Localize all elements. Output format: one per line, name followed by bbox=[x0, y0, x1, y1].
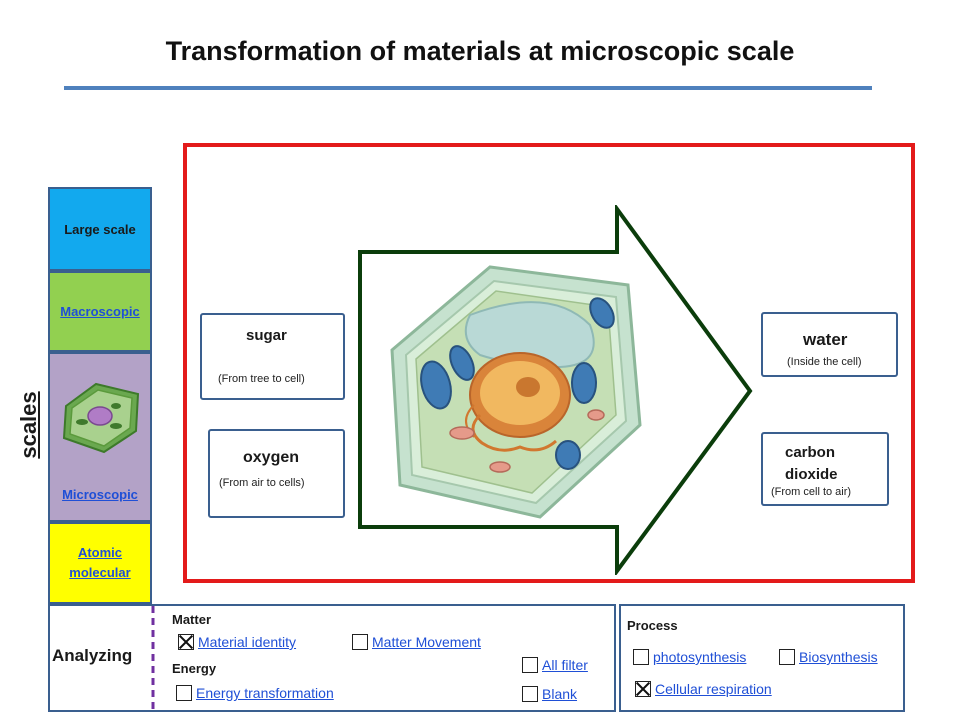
analyzing-panel: Analyzing Matter Material identity Matte… bbox=[48, 604, 616, 714]
scale-large-label: Large scale bbox=[64, 221, 136, 237]
scales-axis-label: scales bbox=[14, 380, 44, 470]
cellular-respiration-checkbox[interactable] bbox=[635, 681, 651, 697]
scale-macroscopic-link[interactable]: Macroscopic bbox=[60, 304, 140, 319]
input-sugar-box: sugar (From tree to cell) bbox=[200, 313, 345, 400]
energy-transformation-checkbox[interactable] bbox=[176, 685, 192, 701]
biosynthesis-link[interactable]: Biosynthesis bbox=[799, 649, 878, 665]
output-co2-note: (From cell to air) bbox=[771, 486, 852, 498]
input-oxygen-name: oxygen bbox=[243, 449, 300, 466]
photosynthesis-link[interactable]: photosynthesis bbox=[653, 649, 747, 665]
page-title: Transformation of materials at microscop… bbox=[165, 36, 795, 66]
title-underline bbox=[64, 86, 872, 90]
material-identity-link[interactable]: Material identity bbox=[198, 634, 297, 650]
all-filter-checkbox[interactable] bbox=[522, 657, 538, 673]
cellular-respiration-link[interactable]: Cellular respiration bbox=[655, 681, 772, 697]
output-water-name: water bbox=[803, 330, 848, 349]
scale-large[interactable]: Large scale bbox=[48, 187, 152, 271]
option-all-filter[interactable]: All filter bbox=[522, 657, 588, 673]
option-biosynthesis[interactable]: Biosynthesis bbox=[779, 649, 878, 665]
energy-transformation-link[interactable]: Energy transformation bbox=[196, 685, 334, 701]
option-blank[interactable]: Blank bbox=[522, 686, 577, 702]
material-identity-checkbox[interactable] bbox=[178, 634, 194, 650]
output-water-box: water (Inside the cell) bbox=[761, 312, 898, 377]
scale-microscopic[interactable]: Microscopic bbox=[48, 352, 152, 522]
matter-movement-checkbox[interactable] bbox=[352, 634, 368, 650]
photosynthesis-checkbox[interactable] bbox=[633, 649, 649, 665]
analyzing-label: Analyzing bbox=[52, 646, 133, 665]
blank-link[interactable]: Blank bbox=[542, 686, 578, 702]
option-photosynthesis[interactable]: photosynthesis bbox=[633, 649, 746, 665]
all-filter-link[interactable]: All filter bbox=[542, 657, 588, 673]
option-material-identity[interactable]: Material identity bbox=[178, 634, 296, 650]
plant-cell-illustration bbox=[390, 265, 642, 519]
option-cellular-respiration[interactable]: Cellular respiration bbox=[635, 681, 772, 697]
matter-movement-link[interactable]: Matter Movement bbox=[372, 634, 481, 650]
matter-section-title: Matter bbox=[172, 612, 212, 627]
output-water-note: (Inside the cell) bbox=[787, 356, 862, 368]
scale-atomic-molecular[interactable]: Atomic molecular bbox=[48, 522, 152, 604]
input-sugar-note: (From tree to cell) bbox=[218, 373, 305, 385]
output-co2-name: carbon dioxide bbox=[785, 444, 838, 483]
small-plant-cell-icon bbox=[62, 382, 140, 454]
process-panel: Process photosynthesis Biosynthesis Cell… bbox=[619, 604, 905, 712]
scale-macroscopic[interactable]: Macroscopic bbox=[48, 271, 152, 352]
input-oxygen-box: oxygen (From air to cells) bbox=[208, 429, 345, 518]
scale-atomic-link[interactable]: Atomic molecular bbox=[69, 545, 131, 580]
option-energy-transformation[interactable]: Energy transformation bbox=[176, 685, 334, 701]
analyzing-divider bbox=[151, 606, 155, 714]
biosynthesis-checkbox[interactable] bbox=[779, 649, 795, 665]
transformation-frame bbox=[183, 143, 915, 583]
input-sugar-name: sugar bbox=[246, 327, 287, 344]
output-co2-box: carbon dioxide (From cell to air) bbox=[761, 432, 889, 506]
input-oxygen-note: (From air to cells) bbox=[219, 477, 305, 489]
scale-microscopic-link[interactable]: Microscopic bbox=[62, 487, 138, 502]
scales-axis-text: scales bbox=[16, 391, 41, 459]
blank-checkbox[interactable] bbox=[522, 686, 538, 702]
energy-section-title: Energy bbox=[172, 661, 217, 676]
process-section-title: Process bbox=[627, 618, 678, 633]
option-matter-movement[interactable]: Matter Movement bbox=[352, 634, 481, 650]
